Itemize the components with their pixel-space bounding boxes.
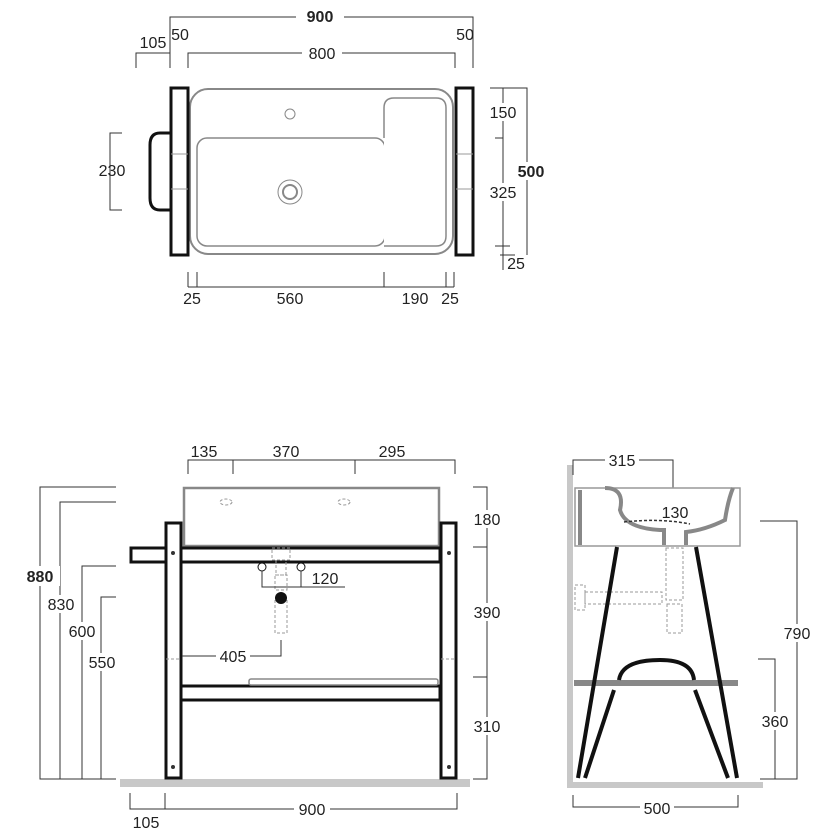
dim-inner-width: 800 <box>309 46 336 63</box>
basin-front <box>182 486 441 548</box>
leg-right <box>439 521 458 780</box>
dim-depth-back: 150 <box>490 105 517 122</box>
dim-towel-height: 230 <box>99 163 126 180</box>
dim-height-basin: 790 <box>784 626 811 643</box>
basin-shelf <box>383 97 447 247</box>
dim-height-830: 830 <box>48 597 75 614</box>
dim-tap-3: 295 <box>379 444 406 461</box>
front-view: 135 370 295 120 405 880 830 600 550 <box>20 444 504 832</box>
dim-front-towel-offset: 105 <box>133 815 160 832</box>
dim-bottom-4: 25 <box>441 291 459 308</box>
dim-right-3: 310 <box>474 719 501 736</box>
dim-height-shelf: 360 <box>762 714 789 731</box>
leg-left <box>164 521 183 780</box>
shelf <box>248 678 439 686</box>
dim-drain-offset: 405 <box>220 649 247 666</box>
dim-bracket-left: 50 <box>171 27 189 44</box>
dim-valve-spacing: 120 <box>312 571 339 588</box>
dim-height-550: 550 <box>89 655 116 672</box>
floor <box>120 779 470 787</box>
basin-side <box>574 487 741 547</box>
towel-rail <box>148 131 170 212</box>
dim-bottom-1: 25 <box>183 291 201 308</box>
dim-depth-mid: 325 <box>490 185 517 202</box>
dim-overall-width: 900 <box>307 9 334 26</box>
top-view: 900 800 50 50 105 230 150 325 25 500 25 … <box>99 8 548 308</box>
side-shelf <box>574 680 738 686</box>
valve-left-icon <box>257 562 267 572</box>
valve-right-icon <box>296 562 306 572</box>
wall <box>567 465 573 787</box>
dim-leg-depth: 500 <box>644 801 671 818</box>
dim-right-1: 180 <box>474 512 501 529</box>
dim-bracket-right: 50 <box>456 27 474 44</box>
dim-tap-1: 135 <box>191 444 218 461</box>
dim-towel-offset: 105 <box>140 35 167 52</box>
dim-depth-drain: 315 <box>609 453 636 470</box>
lower-crossbar <box>179 684 442 702</box>
dim-bowl-depth: 130 <box>662 505 689 522</box>
tap-hole <box>284 108 296 120</box>
drain-inner <box>282 184 298 200</box>
dim-tap-2: 370 <box>273 444 300 461</box>
dim-bottom-3: 190 <box>402 291 429 308</box>
dim-depth-total: 500 <box>518 164 545 181</box>
upper-crossbar <box>179 546 442 564</box>
side-view: 315 130 790 360 500 <box>567 452 814 818</box>
dim-right-2: 390 <box>474 605 501 622</box>
bracket-left <box>169 86 190 257</box>
dim-height-total: 880 <box>27 569 54 586</box>
drain-valve <box>275 592 287 604</box>
dim-height-600: 600 <box>69 624 96 641</box>
dim-front-width: 900 <box>299 802 326 819</box>
side-legs <box>576 546 739 779</box>
dim-depth-front: 25 <box>507 256 525 273</box>
bracket-right <box>454 86 475 257</box>
towel-rail-front <box>129 546 168 564</box>
dim-bottom-2: 560 <box>277 291 304 308</box>
